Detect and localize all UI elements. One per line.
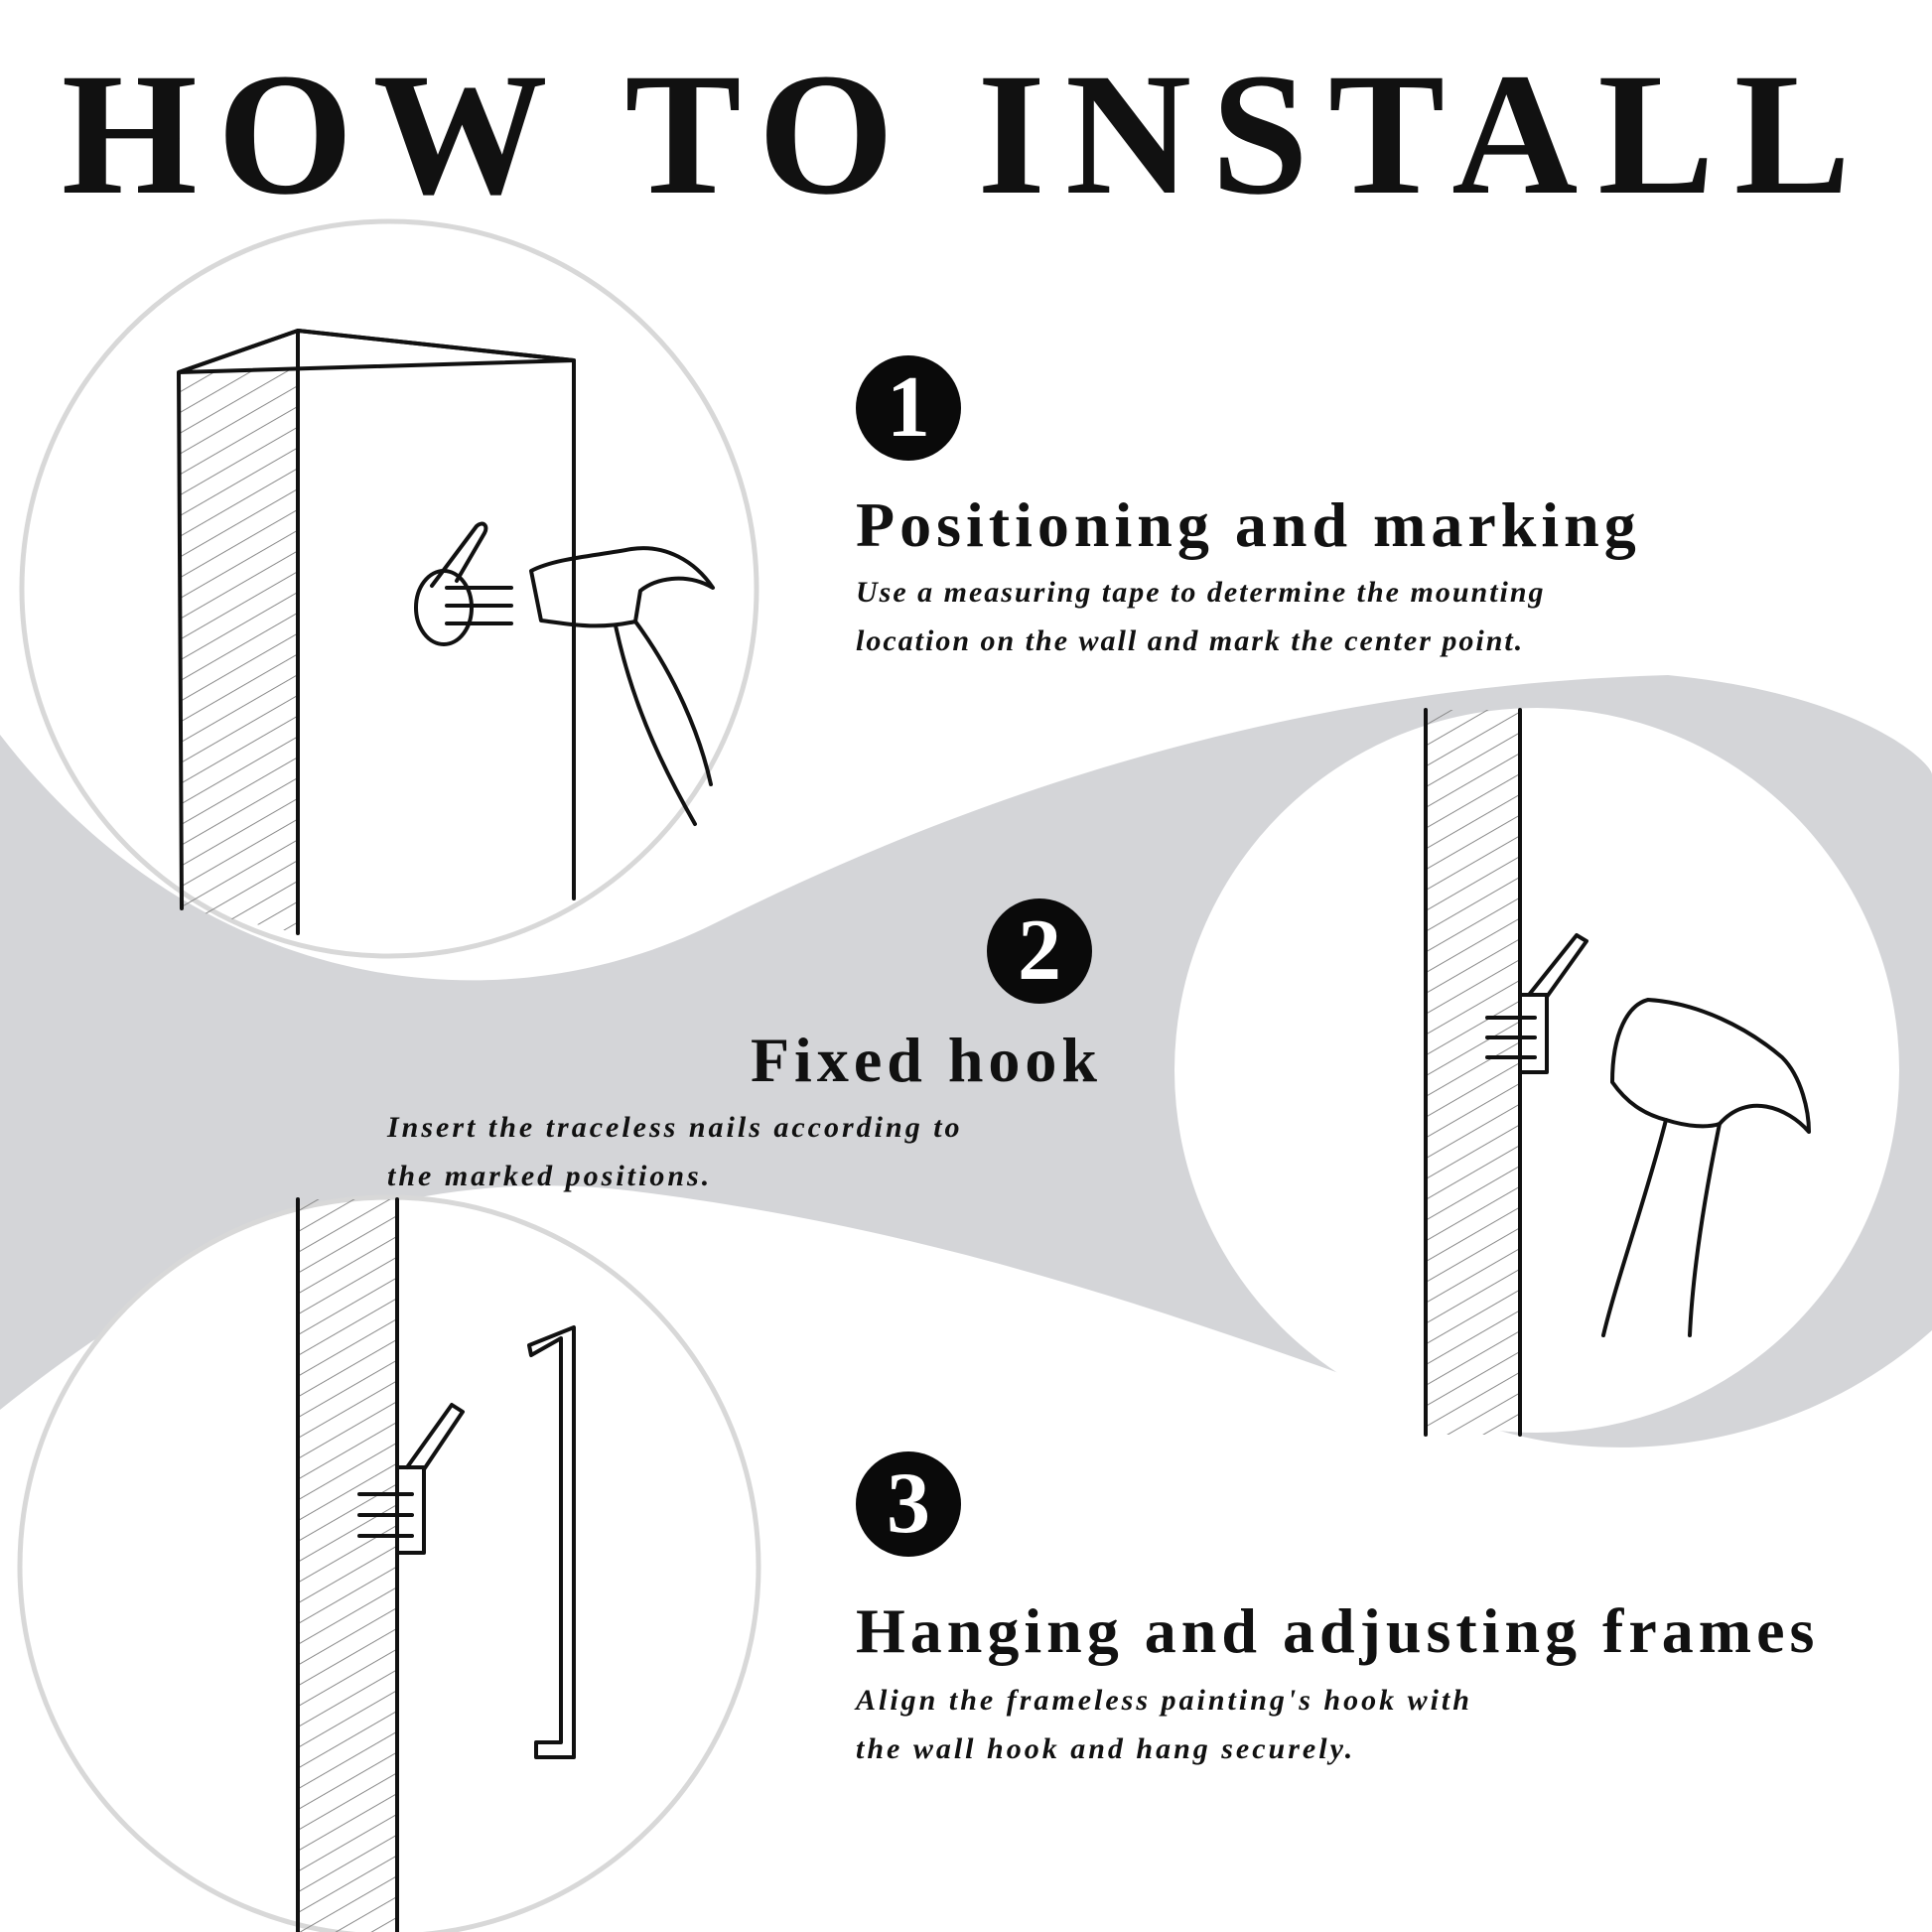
step-1-number-badge: 1 bbox=[856, 355, 961, 461]
step-2: 2 Fixed hook Insert the traceless nails … bbox=[387, 898, 1102, 1200]
step3-drawing bbox=[296, 1197, 576, 1932]
step-2-title: Fixed hook bbox=[750, 1025, 1102, 1095]
step-1-description-line: location on the wall and mark the center… bbox=[856, 624, 1525, 658]
step-2-number-badge: 2 bbox=[987, 898, 1092, 1004]
step-3-description: Align the frameless painting's hook with… bbox=[856, 1676, 1749, 1773]
step-2-description-line: Insert the traceless nails according to bbox=[387, 1111, 963, 1145]
step-3-number-badge: 3 bbox=[856, 1451, 961, 1557]
step-3-description-line: Align the frameless painting's hook with bbox=[856, 1684, 1472, 1718]
step-3: 3 Hanging and adjusting frames Align the… bbox=[856, 1451, 1908, 1773]
step1-drawing bbox=[177, 329, 715, 935]
step-1-title: Positioning and marking bbox=[856, 489, 1641, 560]
step-2-description-line: the marked positions. bbox=[387, 1160, 713, 1193]
step-1: 1 Positioning and marking Use a measurin… bbox=[856, 355, 1849, 665]
step-1-description-line: Use a measuring tape to determine the mo… bbox=[856, 576, 1546, 610]
page-title: HOW TO INSTALL bbox=[61, 38, 1871, 231]
step-3-description-line: the wall hook and hang securely. bbox=[856, 1732, 1356, 1766]
step2-drawing bbox=[1424, 708, 1811, 1437]
step-2-description: Insert the traceless nails according to … bbox=[387, 1103, 1102, 1200]
step-1-description: Use a measuring tape to determine the mo… bbox=[856, 568, 1769, 665]
step-3-title: Hanging and adjusting frames bbox=[856, 1595, 1820, 1666]
